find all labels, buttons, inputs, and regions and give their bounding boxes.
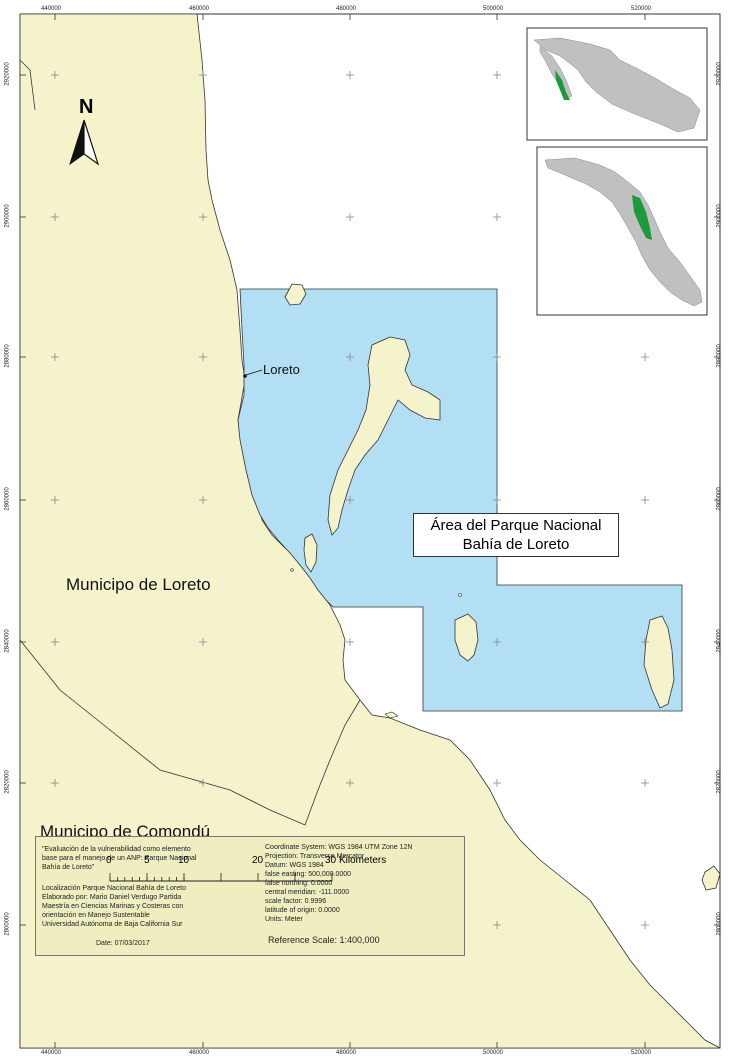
island-bottom-right bbox=[701, 865, 721, 891]
scale-bar-graphic bbox=[109, 873, 333, 882]
easting-label-top: 480000 bbox=[336, 6, 357, 12]
northing-label-right: 2920000 bbox=[716, 62, 723, 86]
mainland-land bbox=[19, 13, 721, 1049]
inset-map-mexico bbox=[526, 27, 708, 141]
scale-bar-tick-label: 30 bbox=[325, 855, 337, 866]
island-santa-catalina bbox=[643, 615, 675, 709]
legend-credit-line: Localización Parque Nacional Bahía de Lo… bbox=[42, 885, 186, 892]
island-danzante bbox=[303, 533, 318, 573]
legend-projection-line: Projection: Transverse Mercator bbox=[265, 853, 365, 860]
legend-title-line: base para el manejo de un ANP: Parque Na… bbox=[42, 855, 197, 862]
legend-title-line: "Evaluación de la vulnerabilidad como el… bbox=[42, 846, 191, 853]
northing-label-left: 2840000 bbox=[4, 629, 11, 653]
scale-bar-tick-label: 20 bbox=[252, 855, 264, 866]
northing-label-right: 2880000 bbox=[716, 344, 723, 368]
loreto-leader-line bbox=[245, 369, 263, 376]
park-area bbox=[237, 288, 683, 712]
legend-projection-line: scale factor: 0.9996 bbox=[265, 898, 327, 905]
easting-label-bottom: 520000 bbox=[631, 1050, 652, 1056]
northing-label-left: 2820000 bbox=[4, 770, 11, 794]
legend-date: Date: 07/03/2017 bbox=[96, 940, 150, 947]
legend-projection-line: latitude of origin: 0.0000 bbox=[265, 907, 340, 914]
park-label-box: Área del Parque Nacional Bahía de Loreto bbox=[413, 513, 619, 557]
scale-bar-tick-label: 10 bbox=[178, 855, 190, 866]
island-monserrat bbox=[454, 613, 479, 662]
northing-label-left: 2900000 bbox=[4, 204, 11, 228]
island-carmen bbox=[327, 336, 441, 536]
northing-label-right: 2900000 bbox=[716, 204, 723, 228]
easting-label-bottom: 500000 bbox=[483, 1050, 504, 1056]
park-label-line: Área del Parque Nacional bbox=[430, 517, 602, 534]
park-label-line: Bahía de Loreto bbox=[462, 536, 570, 553]
scale-bar-tick-label: 5 bbox=[144, 855, 150, 866]
legend-box bbox=[35, 836, 465, 956]
legend-credit-line: Elaborado por: Mario Daniel Verdugo Part… bbox=[42, 894, 182, 901]
loreto-point bbox=[243, 374, 247, 378]
scale-bar: 0 5 10 20 30 Kilometers bbox=[106, 855, 386, 895]
north-arrow-letter: N bbox=[79, 96, 94, 118]
easting-label-top: 500000 bbox=[483, 6, 504, 12]
legend-projection-line: Datum: WGS 1984 bbox=[265, 862, 324, 869]
easting-label-top: 520000 bbox=[631, 6, 652, 12]
legend-credit-line: Maestría en Ciencias Marinas y Costeras … bbox=[42, 903, 184, 910]
legend-projection-line: Coordinate System: WGS 1984 UTM Zone 12N bbox=[265, 844, 413, 851]
municipality-label-loreto: Municipo de Loreto bbox=[66, 575, 211, 594]
easting-label-bottom: 440000 bbox=[41, 1050, 62, 1056]
town-label-loreto: Loreto bbox=[263, 362, 300, 377]
legend-projection-line: central meridian: -111.0000 bbox=[265, 889, 350, 896]
legend-credit-line: orientación en Manejo Sustentable bbox=[42, 912, 150, 919]
easting-label-top: 460000 bbox=[189, 6, 210, 12]
islet bbox=[384, 711, 399, 719]
northing-label-right: 2860000 bbox=[716, 487, 723, 511]
legend-reference-scale: Reference Scale: 1:400,000 bbox=[268, 935, 380, 945]
legend-credit-line: Universidad Autónoma de Baja California … bbox=[42, 921, 183, 928]
islet bbox=[458, 593, 462, 597]
scale-bar-tick-label: 0 bbox=[106, 855, 112, 866]
northing-label-left: 2800000 bbox=[4, 912, 11, 936]
northing-label-right: 2820000 bbox=[716, 770, 723, 794]
easting-label-bottom: 460000 bbox=[189, 1050, 210, 1056]
islet bbox=[290, 568, 294, 572]
municipality-boundary bbox=[19, 639, 361, 826]
legend-projection-line: Units: Meter bbox=[265, 916, 303, 923]
northing-label-left: 2860000 bbox=[4, 487, 11, 511]
municipality-boundary-north bbox=[19, 59, 36, 111]
scale-bar-unit: Kilometers bbox=[339, 855, 387, 866]
legend-title-line: Bahía de Loreto" bbox=[42, 864, 95, 871]
frame-ticks bbox=[20, 14, 720, 1048]
easting-label-bottom: 480000 bbox=[336, 1050, 357, 1056]
inset-map-bcs bbox=[536, 146, 708, 316]
northing-label-left: 2920000 bbox=[4, 62, 11, 86]
northing-label-right: 2840000 bbox=[716, 629, 723, 653]
legend-projection-line: false easting: 500,000.0000 bbox=[265, 871, 352, 878]
island-coronados bbox=[284, 283, 307, 306]
easting-label-top: 440000 bbox=[41, 6, 62, 12]
legend-projection-line: false northing: 0.0000 bbox=[265, 880, 333, 887]
northing-label-right: 2800000 bbox=[716, 912, 723, 936]
north-arrow-icon bbox=[69, 119, 100, 166]
northing-label-left: 2880000 bbox=[4, 344, 11, 368]
